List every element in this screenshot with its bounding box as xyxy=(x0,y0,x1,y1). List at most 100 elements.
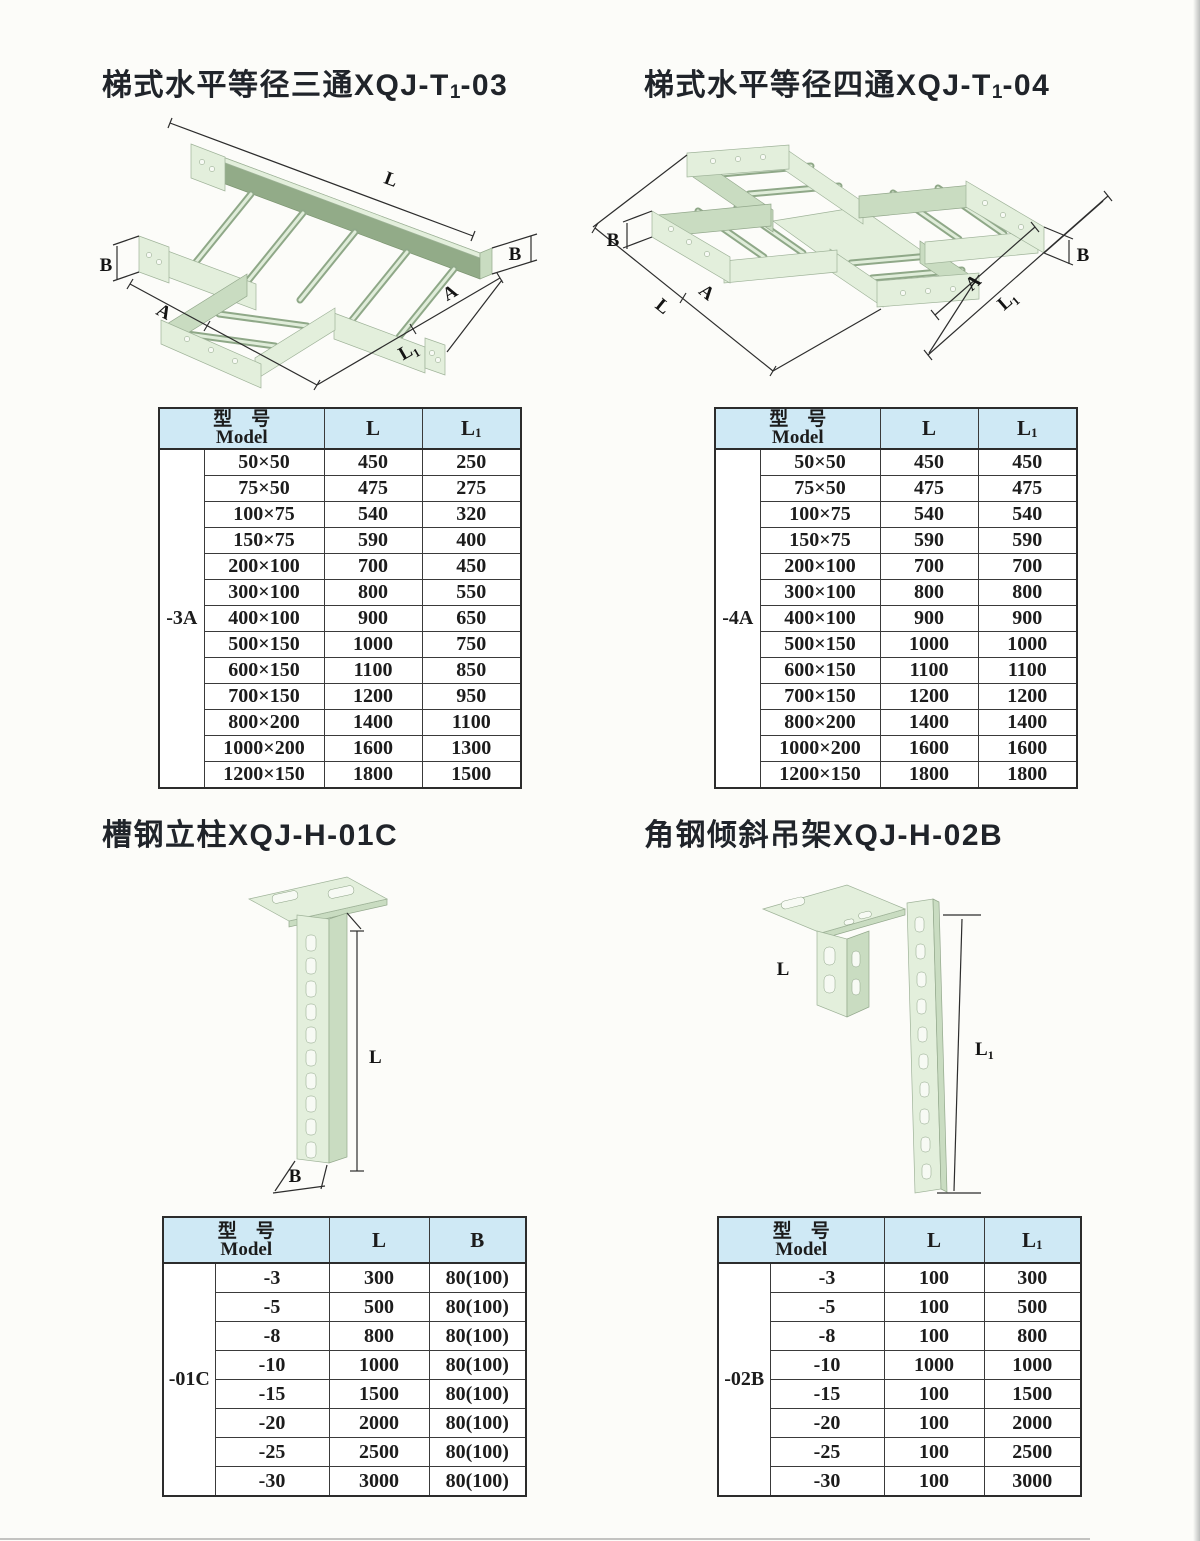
dim-label-L: L xyxy=(369,1047,382,1068)
model-cell: 50×50 xyxy=(203,448,325,476)
hanger-bracket-graphic: L xyxy=(761,884,907,1018)
model-cell: -25 xyxy=(214,1437,330,1467)
value-cell: 100 xyxy=(883,1466,985,1497)
title-text: 梯式水平等径四通XQJ-T xyxy=(644,69,992,102)
value-cell: 590 xyxy=(879,527,979,554)
value-cell: 750 xyxy=(421,631,522,658)
header-col-B: B xyxy=(428,1216,527,1264)
title-text: -04 xyxy=(1002,69,1051,102)
value-cell: 450 xyxy=(421,553,522,580)
page-edge-line xyxy=(0,1538,1090,1540)
model-cell: 300×100 xyxy=(759,579,881,606)
value-cell: 1000 xyxy=(323,631,423,658)
value-cell: 1500 xyxy=(983,1379,1082,1409)
value-cell: 450 xyxy=(323,448,423,476)
value-cell: 450 xyxy=(977,448,1078,476)
dim-label-L1: L1 xyxy=(993,287,1022,317)
model-cell: 600×150 xyxy=(759,657,881,684)
model-cell: -15 xyxy=(214,1379,330,1409)
header-col-L1: L1 xyxy=(977,407,1078,450)
model-cell: -3 xyxy=(214,1262,330,1293)
value-cell: 475 xyxy=(323,475,423,502)
value-cell: 950 xyxy=(421,683,522,710)
model-cell: 500×150 xyxy=(203,631,325,658)
value-cell: 320 xyxy=(421,501,522,528)
model-cell: -10 xyxy=(769,1350,885,1380)
model-cell: -20 xyxy=(214,1408,330,1438)
value-cell: 650 xyxy=(421,605,522,632)
value-cell: 1000 xyxy=(977,631,1078,658)
value-cell: 1100 xyxy=(421,709,522,736)
section-title-cross: 梯式水平等径四通XQJ-T1-04 xyxy=(644,60,1050,104)
title-text: 角钢倾斜吊架XQJ-H-02B xyxy=(644,819,1004,852)
value-cell: 300 xyxy=(328,1262,430,1293)
header-col-L: L xyxy=(879,407,979,450)
dim-label-B-right: B xyxy=(509,244,522,265)
value-cell: 1800 xyxy=(879,761,979,789)
value-cell: 800 xyxy=(977,579,1078,606)
page-edge-shadow xyxy=(1193,0,1200,1541)
model-group-label: -02B xyxy=(717,1262,771,1497)
model-cell: -5 xyxy=(769,1292,885,1322)
technical-drawing-column: L B xyxy=(248,876,388,1194)
value-cell: 475 xyxy=(879,475,979,502)
technical-drawing-hanger: L L1 xyxy=(761,884,994,1194)
value-cell: 2000 xyxy=(983,1408,1082,1438)
value-cell: 80(100) xyxy=(428,1466,527,1497)
header-col-L: L xyxy=(883,1216,985,1264)
value-cell: 900 xyxy=(879,605,979,632)
value-cell: 80(100) xyxy=(428,1437,527,1467)
section-title-column: 槽钢立柱XQJ-H-01C xyxy=(102,810,398,854)
value-cell: 700 xyxy=(323,553,423,580)
end-plates xyxy=(138,143,446,389)
value-cell: 2000 xyxy=(328,1408,430,1438)
value-cell: 80(100) xyxy=(428,1262,527,1293)
model-cell: -8 xyxy=(769,1321,885,1351)
value-cell: 80(100) xyxy=(428,1321,527,1351)
dim-label-L: L xyxy=(651,295,674,319)
value-cell: 250 xyxy=(421,448,522,476)
model-cell: 75×50 xyxy=(759,475,881,502)
model-cell: 1000×200 xyxy=(203,735,325,762)
model-cell: 600×150 xyxy=(203,657,325,684)
value-cell: 1000 xyxy=(328,1350,430,1380)
title-subscript: 1 xyxy=(449,82,461,103)
value-cell: 1200 xyxy=(977,683,1078,710)
model-cell: 400×100 xyxy=(203,605,325,632)
value-cell: 1500 xyxy=(421,761,522,789)
model-cell: 800×200 xyxy=(203,709,325,736)
value-cell: 1100 xyxy=(323,657,423,684)
value-cell: 800 xyxy=(323,579,423,606)
value-cell: 540 xyxy=(879,501,979,528)
dim-label-L1: L1 xyxy=(975,1039,994,1062)
